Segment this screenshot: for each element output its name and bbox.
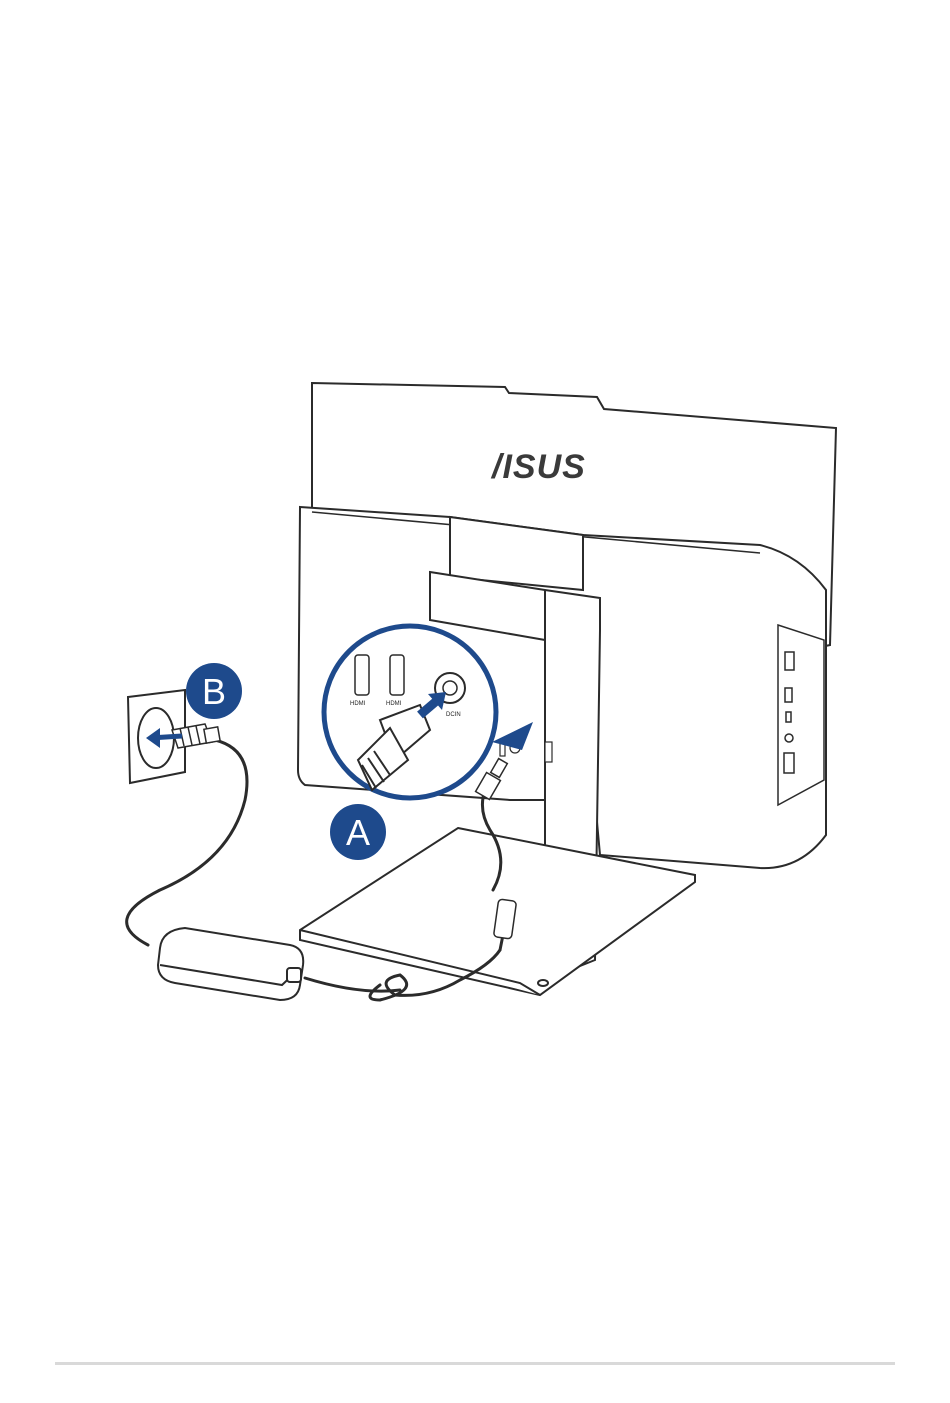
step-b-badge: B xyxy=(186,663,242,719)
side-usbc-port xyxy=(786,712,791,722)
dc-in-label: DCIN xyxy=(446,712,461,718)
side-audio-jack xyxy=(785,734,793,742)
step-a-label: A xyxy=(346,812,370,853)
zoom-inset: HDMI HDMI DCIN xyxy=(324,626,496,798)
hdmi-in-label: HDMI xyxy=(386,701,402,707)
side-power-button xyxy=(784,753,794,773)
footer-rule xyxy=(55,1362,895,1365)
step-a-badge: A xyxy=(330,804,386,860)
hdmi-out-label: HDMI xyxy=(350,701,366,707)
step-b-label: B xyxy=(202,671,226,712)
side-port-panel xyxy=(778,625,824,805)
side-usb-port-1 xyxy=(785,652,794,670)
asus-logo: /ISUS xyxy=(490,448,586,486)
side-usb-port-2 xyxy=(785,688,792,702)
power-adapter xyxy=(158,928,303,1000)
